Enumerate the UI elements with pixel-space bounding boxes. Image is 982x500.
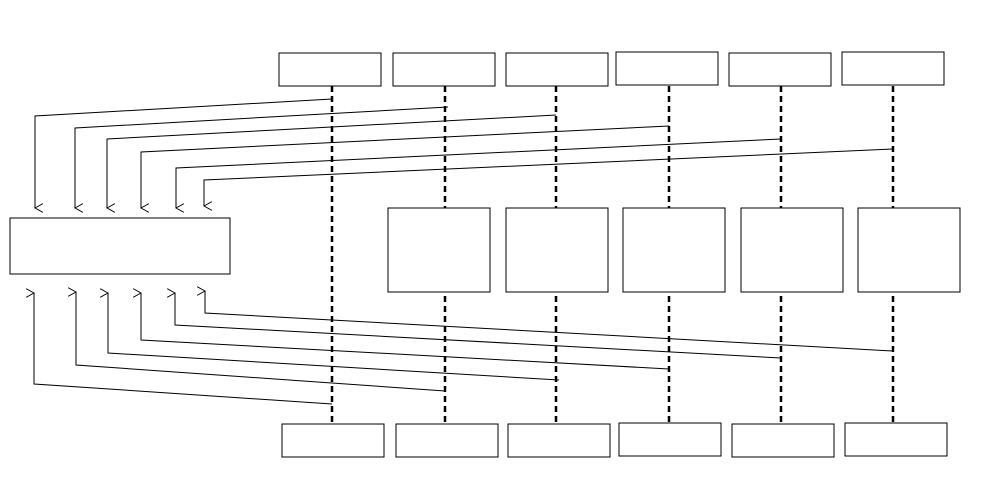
- top-block-4: [615, 51, 719, 86]
- central-block: [9, 217, 231, 275]
- incoming-arrow-5: [176, 138, 782, 208]
- bottom-blocks: [281, 422, 948, 458]
- bottom-block-4: [618, 422, 722, 457]
- top-block-2: [392, 52, 496, 87]
- incoming-arrow-4: [141, 125, 670, 208]
- outgoing-connectors: [34, 291, 894, 405]
- bottom-block-1: [281, 423, 385, 458]
- middle-block-5: [857, 207, 961, 293]
- middle-blocks: [387, 207, 961, 293]
- outgoing-arrow-5: [175, 293, 782, 359]
- outgoing-arrow-2: [76, 292, 446, 392]
- bottom-block-2: [395, 423, 499, 458]
- incoming-arrow-6: [204, 148, 894, 206]
- bottom-block-6: [844, 422, 948, 457]
- incoming-arrow-2: [75, 106, 449, 208]
- bottom-block-3: [507, 423, 611, 458]
- outgoing-arrow-1: [34, 293, 333, 405]
- top-block-5: [728, 52, 832, 87]
- top-block-3: [505, 52, 609, 87]
- outgoing-arrow-3: [108, 293, 560, 381]
- middle-block-2: [505, 207, 609, 293]
- incoming-arrow-1: [35, 98, 333, 208]
- middle-block-4: [740, 207, 844, 293]
- outgoing-arrow-4: [141, 293, 670, 370]
- top-block-1: [278, 52, 382, 87]
- top-blocks: [278, 51, 945, 87]
- middle-block-3: [622, 207, 726, 293]
- incoming-arrow-3: [107, 114, 557, 208]
- incoming-connectors: [35, 98, 894, 208]
- bottom-block-5: [731, 423, 835, 458]
- outgoing-arrow-6: [205, 291, 894, 352]
- top-block-6: [841, 51, 945, 86]
- middle-block-1: [387, 207, 491, 293]
